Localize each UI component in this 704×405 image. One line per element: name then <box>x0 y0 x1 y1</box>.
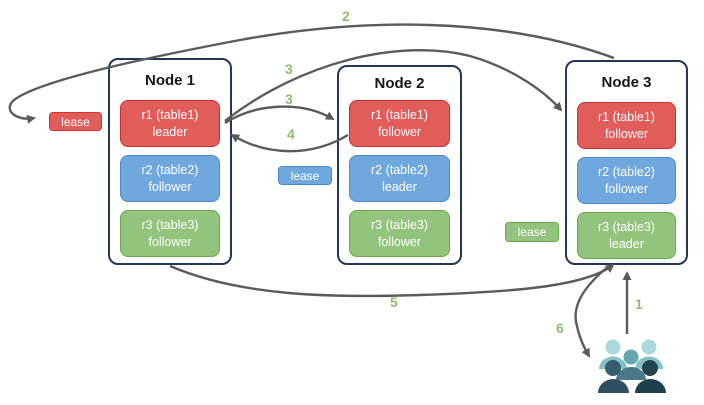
replica-role-label: leader <box>152 124 188 139</box>
replica-role-label: leader <box>609 236 644 251</box>
arrow-step-2 <box>8 23 615 124</box>
replica-box-r1: r1 (table1) follower <box>577 102 676 149</box>
arrow-step-6 <box>574 265 610 358</box>
replica-list: r1 (table1) leader r2 (table2) follower … <box>120 100 220 257</box>
lease-badge-green: lease <box>505 222 559 242</box>
replica-box-r1: r1 (table1) follower <box>349 100 450 147</box>
replica-role-label: leader <box>382 179 417 194</box>
arrow-step-5 <box>169 263 615 298</box>
step-label-5: 5 <box>390 294 398 310</box>
replica-id-label: r1 (table1) <box>598 110 655 125</box>
step-label-2: 2 <box>342 8 350 24</box>
replica-id-label: r2 (table2) <box>598 165 655 180</box>
replica-box-r2: r2 (table2) leader <box>349 155 450 202</box>
node-title: Node 2 <box>374 75 425 92</box>
replica-box-r2: r2 (table2) follower <box>120 155 220 202</box>
node-1: Node 1 r1 (table1) leader r2 (table2) fo… <box>108 58 232 265</box>
lease-badge-red: lease <box>49 112 102 131</box>
users-group-icon <box>598 339 666 393</box>
replica-id-label: r3 (table3) <box>141 218 199 233</box>
replica-box-r3: r3 (table3) leader <box>577 212 676 259</box>
replica-box-r2: r2 (table2) follower <box>577 157 676 204</box>
node-title: Node 3 <box>601 73 652 91</box>
replica-id-label: r2 (table2) <box>141 163 199 178</box>
replica-box-r1: r1 (table1) leader <box>120 100 220 147</box>
lease-badge-blue: lease <box>278 166 332 185</box>
replica-id-label: r1 (table1) <box>371 108 428 123</box>
node-title: Node 1 <box>144 71 195 89</box>
replica-role-label: follower <box>377 124 422 139</box>
replica-role-label: follower <box>604 126 649 141</box>
replica-box-r3: r3 (table3) follower <box>120 210 220 257</box>
step-label-3a: 3 <box>285 61 293 77</box>
replica-id-label: r1 (table1) <box>141 108 199 123</box>
node-3: Node 3 r1 (table1) follower r2 (table2) … <box>565 60 688 265</box>
step-label-3b: 3 <box>285 91 293 107</box>
replica-role-label: follower <box>377 234 422 249</box>
replica-box-r3: r3 (table3) follower <box>349 210 450 257</box>
replica-id-label: r2 (table2) <box>371 163 428 178</box>
step-label-1: 1 <box>635 296 643 312</box>
replica-list: r1 (table1) follower r2 (table2) leader … <box>349 100 450 257</box>
replica-id-label: r3 (table3) <box>371 218 428 233</box>
replica-role-label: follower <box>148 234 192 249</box>
replica-list: r1 (table1) follower r2 (table2) followe… <box>577 102 676 259</box>
step-label-6: 6 <box>556 320 564 336</box>
step-label-4: 4 <box>287 126 295 142</box>
replica-role-label: follower <box>604 181 649 196</box>
replica-id-label: r3 (table3) <box>598 220 655 235</box>
node-2: Node 2 r1 (table1) follower r2 (table2) … <box>337 65 462 265</box>
replica-role-label: follower <box>148 179 192 194</box>
arrow-step-3-to-node2 <box>224 105 335 125</box>
